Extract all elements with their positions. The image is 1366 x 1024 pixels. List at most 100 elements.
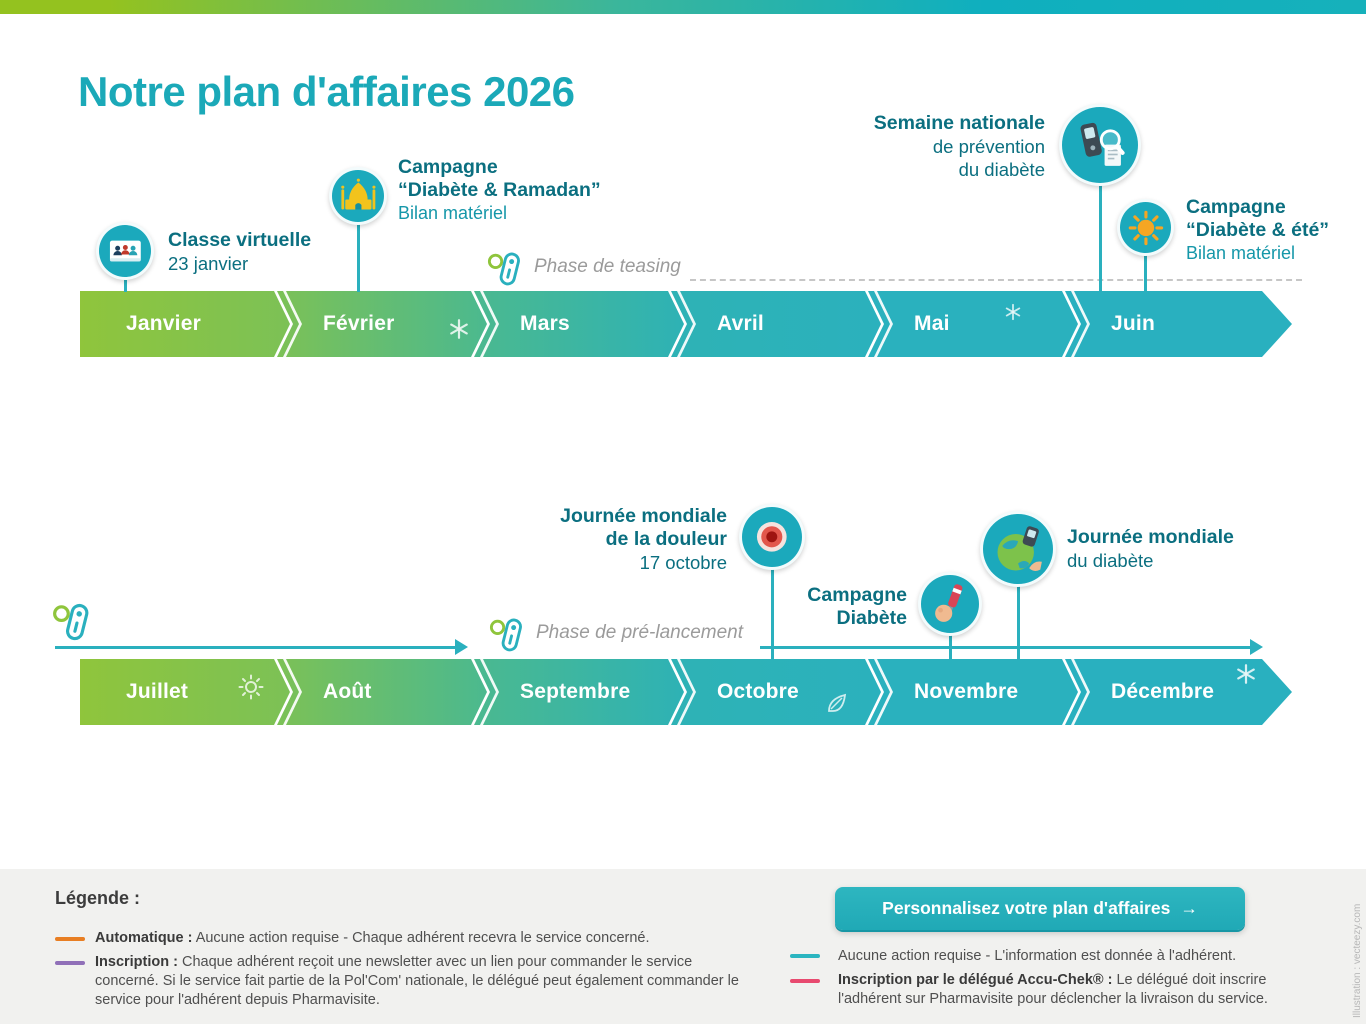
event-title: “Diabète & été”	[1186, 219, 1330, 241]
event-line: du diabète	[1067, 550, 1154, 571]
month-segment-mai: Mai	[868, 291, 1078, 357]
event-title: Diabète	[836, 607, 907, 629]
ramadan-stem	[357, 220, 360, 292]
page-title: Notre plan d'affaires 2026	[78, 68, 575, 115]
month-segment-janvier: Janvier	[80, 291, 290, 357]
month-label: Mars	[520, 312, 570, 335]
month-segment-avril: Avril	[671, 291, 881, 357]
legend-heading: Légende :	[55, 888, 141, 908]
event-journee-diabete: Journée mondiale du diabète	[1067, 526, 1234, 572]
mondiale-diabete-stem	[1017, 583, 1020, 660]
legend-item-info: Aucune action requise - L'information es…	[838, 947, 1268, 966]
month-segment-octobre: Octobre	[671, 659, 881, 725]
month-segment-aout: Août	[277, 659, 487, 725]
prelaunch-arrowhead-right-icon	[1250, 639, 1263, 655]
event-semaine-nationale: Semaine nationale de prévention du diabè…	[874, 112, 1045, 181]
month-label: Février	[323, 312, 395, 335]
legend-item-text: Le délégué doit inscrire l'adhérent sur …	[838, 972, 1268, 1007]
legend-item-automatique: Automatique : Aucune action requise - Ch…	[95, 929, 750, 948]
globe-meter-icon	[980, 511, 1056, 587]
event-title: Classe virtuelle	[168, 229, 312, 251]
month-label: Mai	[914, 312, 950, 335]
top-gradient-strip	[0, 0, 1366, 14]
legend-item-inscription: Inscription : Chaque adhérent reçoit une…	[95, 953, 755, 1010]
event-date: 17 octobre	[639, 552, 727, 573]
pain-target-icon	[739, 504, 805, 570]
legend-item-bold: Inscription par le délégué Accu-Chek® :	[838, 972, 1113, 988]
event-campagne-diabete: Campagne Diabète	[807, 584, 907, 630]
legend-teal-line-icon	[790, 954, 820, 958]
month-segment-juillet: Juillet	[80, 659, 290, 725]
event-campagne-ete: Campagne “Diabète & été” Bilan matériel	[1186, 196, 1329, 265]
month-label: Septembre	[520, 680, 631, 703]
event-title: Journée mondiale	[1067, 526, 1234, 548]
month-segment-decembre: Décembre	[1065, 659, 1292, 725]
legend-item-bold: Automatique :	[95, 930, 193, 946]
event-campagne-ramadan: Campagne “Diabète & Ramadan” Bilan matér…	[398, 156, 601, 225]
event-line: de prévention	[932, 136, 1045, 157]
teasing-lancet-icon	[487, 249, 525, 287]
snowflake-icon	[1004, 303, 1022, 326]
month-label: Décembre	[1111, 680, 1215, 703]
virtual-class-icon	[96, 222, 154, 280]
event-subtitle: Bilan matériel	[398, 203, 508, 223]
month-label: Janvier	[126, 312, 201, 335]
meter-magnifier-icon	[1059, 104, 1141, 186]
event-title: Campagne	[398, 156, 498, 178]
month-label: Octobre	[717, 680, 799, 703]
month-label: Novembre	[914, 680, 1019, 703]
snowflake-icon	[1235, 663, 1257, 690]
event-title: Campagne	[1186, 196, 1286, 218]
legend-item-text: Chaque adhérent reçoit une newsletter av…	[95, 954, 739, 1008]
month-segment-septembre: Septembre	[474, 659, 684, 725]
semaine-stem	[1099, 182, 1102, 292]
event-classe-virtuelle: Classe virtuelle 23 janvier	[168, 229, 311, 275]
timeline-jul-dec: Juillet Août Septembre Octobre Novembre …	[80, 659, 1292, 725]
month-segment-fevrier: Février	[277, 291, 487, 357]
personalize-plan-label: Personnalisez votre plan d'affaires	[882, 898, 1171, 918]
event-title: Campagne	[807, 584, 907, 606]
illustration-credit: Illustration : vecteezy.com	[1352, 903, 1363, 1018]
event-journee-douleur: Journée mondiale de la douleur 17 octobr…	[560, 505, 727, 574]
leaf-icon	[826, 692, 848, 719]
legend-item-delegue: Inscription par le délégué Accu-Chek® : …	[838, 971, 1278, 1009]
teasing-phase-label: Phase de teasing	[534, 256, 681, 277]
personalize-plan-button[interactable]: Personnalisez votre plan d'affaires →	[835, 887, 1245, 930]
mosque-icon	[329, 167, 387, 225]
event-title: Journée mondiale	[560, 505, 727, 527]
campagne-diabete-stem	[949, 630, 952, 660]
legend-item-bold: Inscription :	[95, 954, 178, 970]
event-title: “Diabète & Ramadan”	[398, 179, 601, 201]
legend-orange-line-icon	[55, 937, 85, 941]
event-title: de la douleur	[605, 528, 727, 550]
month-label: Août	[323, 680, 372, 703]
legend-item-text: Aucune action requise - L'information es…	[838, 948, 1237, 964]
classe-stem	[124, 274, 127, 292]
arrow-right-icon: →	[1180, 898, 1198, 918]
timeline-jan-jun: Janvier Février Mars Avril Mai Juin	[80, 291, 1292, 357]
event-line: du diabète	[958, 159, 1045, 180]
insulin-pen-icon	[918, 572, 982, 636]
month-segment-novembre: Novembre	[868, 659, 1078, 725]
teasing-dashed-line	[690, 279, 1302, 281]
month-segment-mars: Mars	[474, 291, 684, 357]
snowflake-icon	[448, 318, 470, 345]
ete-stem	[1144, 252, 1147, 292]
prelaunch-arrowhead-icon	[455, 639, 468, 655]
sun-outline-icon	[238, 674, 264, 705]
month-label: Juillet	[126, 680, 189, 703]
prelaunch-strip-icon	[489, 615, 527, 653]
month-segment-juin: Juin	[1065, 291, 1292, 357]
douleur-stem	[771, 566, 774, 660]
event-subtitle: Bilan matériel	[1186, 243, 1296, 263]
prelaunch-arrow-line	[55, 646, 455, 649]
sun-icon	[1117, 199, 1174, 256]
month-label: Avril	[717, 312, 764, 335]
prelaunch-arrow-line-right	[760, 646, 1250, 649]
prelaunch-lancet-icon	[52, 600, 94, 642]
event-date: 23 janvier	[168, 253, 249, 274]
month-label: Juin	[1111, 312, 1155, 335]
legend-purple-line-icon	[55, 961, 85, 965]
legend-item-text: Aucune action requise - Chaque adhérent …	[192, 930, 650, 946]
